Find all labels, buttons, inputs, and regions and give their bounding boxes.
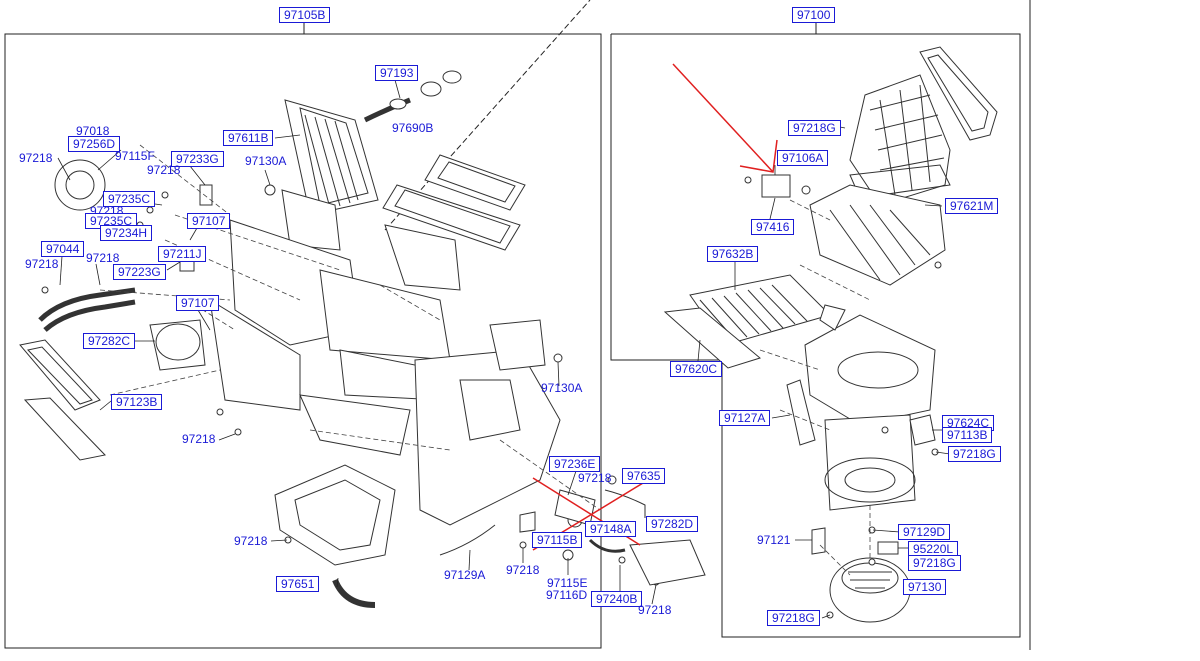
part-label[interactable]: 97632B xyxy=(707,246,759,262)
part-label[interactable]: 97148A xyxy=(585,521,637,537)
part-label[interactable]: 97115E xyxy=(547,576,588,590)
part-label[interactable]: 97233G xyxy=(171,151,224,167)
part-label[interactable]: 97193 xyxy=(375,65,419,81)
part-label[interactable]: 97218 xyxy=(638,603,672,617)
part-label[interactable]: 97218 xyxy=(234,534,268,548)
part-label[interactable]: 97611B xyxy=(223,130,274,146)
part-label[interactable]: 97416 xyxy=(751,219,795,235)
part-label[interactable]: 97218G xyxy=(908,555,961,571)
group-leaders xyxy=(303,0,817,231)
group-label-97105B[interactable]: 97105B xyxy=(279,7,331,23)
part-label[interactable]: 97107 xyxy=(187,213,231,229)
part-label[interactable]: 97130A xyxy=(245,154,287,168)
part-label[interactable]: 97107 xyxy=(176,295,220,311)
part-label[interactable]: 97115B xyxy=(532,532,583,548)
part-label[interactable]: 97282C xyxy=(83,333,136,349)
part-label[interactable]: 97282D xyxy=(646,516,699,532)
part-label[interactable]: 97621M xyxy=(945,198,999,214)
part-label[interactable]: 97234H xyxy=(100,225,153,241)
part-label[interactable]: 97218 xyxy=(25,257,59,271)
part-label[interactable]: 97123B xyxy=(111,394,163,410)
part-label[interactable]: 97620C xyxy=(670,361,723,377)
part-label[interactable]: 97235C xyxy=(103,191,156,207)
assembly-lines-right xyxy=(759,199,871,576)
part-label[interactable]: 97218G xyxy=(788,120,841,136)
part-label[interactable]: 97127A xyxy=(719,410,771,426)
part-label[interactable]: 97256D xyxy=(68,136,121,152)
part-label[interactable]: 97218G xyxy=(948,446,1001,462)
part-label[interactable]: 97018 xyxy=(76,124,110,138)
part-label[interactable]: 97690B xyxy=(392,121,434,135)
part-label[interactable]: 97218G xyxy=(767,610,820,626)
part-label[interactable]: 97115F xyxy=(115,149,155,163)
part-label[interactable]: 97116D xyxy=(546,588,588,602)
part-label[interactable]: 97236E xyxy=(549,456,601,472)
label-leaders xyxy=(57,79,951,619)
right-parts xyxy=(663,46,998,623)
part-label[interactable]: 97218 xyxy=(182,432,216,446)
part-label[interactable]: 97218 xyxy=(506,563,540,577)
part-label[interactable]: 97218 xyxy=(86,251,120,265)
part-label[interactable]: 97218 xyxy=(19,151,53,165)
part-label[interactable]: 97044 xyxy=(41,241,85,257)
part-label[interactable]: 97113B xyxy=(942,427,993,443)
part-label[interactable]: 97223G xyxy=(113,264,166,280)
part-label[interactable]: 97635 xyxy=(622,468,666,484)
part-label[interactable]: 97218 xyxy=(147,163,181,177)
part-label[interactable]: 97651 xyxy=(276,576,320,592)
part-label[interactable]: 97130 xyxy=(903,579,947,595)
part-label[interactable]: 97106A xyxy=(777,150,829,166)
part-label[interactable]: 97129D xyxy=(898,524,951,540)
part-label[interactable]: 97211J xyxy=(158,246,207,262)
part-label[interactable]: 97130A xyxy=(541,381,583,395)
group-label-97100[interactable]: 97100 xyxy=(792,7,836,23)
part-label[interactable]: 97121 xyxy=(757,533,791,547)
left-parts xyxy=(19,70,706,608)
section-frames xyxy=(4,0,1031,650)
part-label[interactable]: 97129A xyxy=(444,568,486,582)
part-label[interactable]: 97240B xyxy=(591,591,643,607)
part-label[interactable]: 97218 xyxy=(578,471,612,485)
